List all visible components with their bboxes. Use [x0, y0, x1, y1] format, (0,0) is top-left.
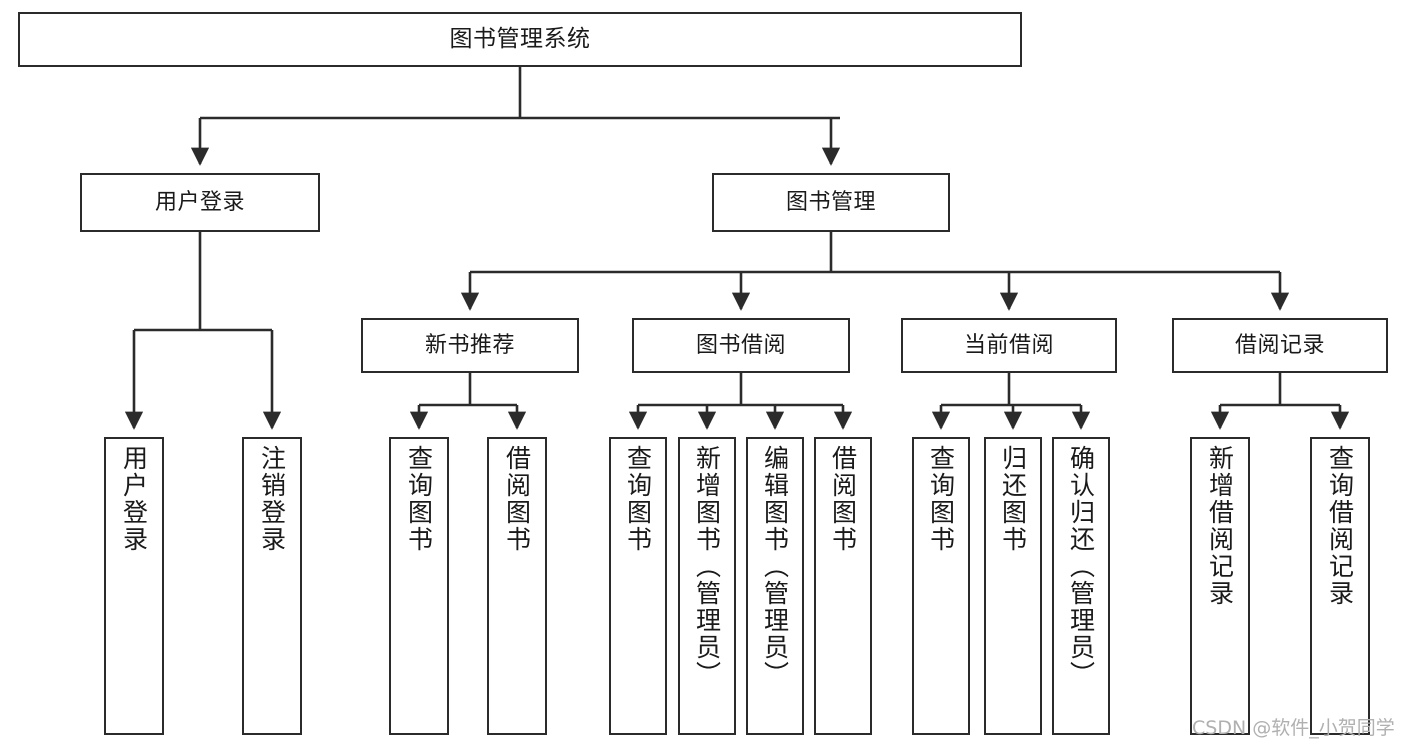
leaf-add-book-admin[interactable]: 新增图书（管理员）	[678, 437, 736, 735]
leaf-query-book-current-label: 查询图书	[926, 445, 956, 553]
leaf-borrow-book[interactable]: 借阅图书	[814, 437, 872, 735]
node-book-management-label: 图书管理	[785, 189, 876, 215]
leaf-query-borrow-record-label: 查询借阅记录	[1325, 445, 1355, 607]
node-current-borrow[interactable]: 当前借阅	[901, 318, 1117, 373]
node-book-borrow-label: 图书借阅	[695, 332, 786, 358]
leaf-query-book[interactable]: 查询图书	[609, 437, 667, 735]
node-borrow-record[interactable]: 借阅记录	[1172, 318, 1388, 373]
leaf-logout-label: 注销登录	[257, 445, 287, 553]
leaf-borrow-book-recommend[interactable]: 借阅图书	[487, 437, 547, 735]
node-book-management[interactable]: 图书管理	[712, 173, 950, 232]
watermark: CSDN @软件_小贺同学	[1192, 717, 1395, 739]
node-current-borrow-label: 当前借阅	[963, 332, 1054, 358]
leaf-return-book-label: 归还图书	[998, 445, 1028, 553]
leaf-query-book-recommend[interactable]: 查询图书	[389, 437, 449, 735]
leaf-return-book[interactable]: 归还图书	[984, 437, 1042, 735]
node-new-book-recommend-label: 新书推荐	[424, 332, 515, 358]
leaf-confirm-return-admin[interactable]: 确认归还（管理员）	[1052, 437, 1110, 735]
node-root-label: 图书管理系统	[449, 26, 591, 53]
leaf-add-book-admin-label: 新增图书（管理员）	[692, 445, 722, 688]
leaf-user-login[interactable]: 用户登录	[104, 437, 164, 735]
leaf-query-book-recommend-label: 查询图书	[404, 445, 434, 553]
leaf-query-book-label: 查询图书	[623, 445, 653, 553]
node-user-login-label: 用户登录	[154, 189, 245, 215]
leaf-add-borrow-record-label: 新增借阅记录	[1205, 445, 1235, 607]
node-borrow-record-label: 借阅记录	[1234, 332, 1325, 358]
leaf-confirm-return-admin-label: 确认归还（管理员）	[1066, 445, 1096, 688]
leaf-query-book-current[interactable]: 查询图书	[912, 437, 970, 735]
leaf-borrow-book-label: 借阅图书	[828, 445, 858, 553]
leaf-logout[interactable]: 注销登录	[242, 437, 302, 735]
node-new-book-recommend[interactable]: 新书推荐	[361, 318, 579, 373]
leaf-edit-book-admin[interactable]: 编辑图书（管理员）	[746, 437, 804, 735]
leaf-add-borrow-record[interactable]: 新增借阅记录	[1190, 437, 1250, 735]
leaf-user-login-label: 用户登录	[119, 445, 149, 553]
node-root[interactable]: 图书管理系统	[18, 12, 1022, 67]
node-user-login[interactable]: 用户登录	[80, 173, 320, 232]
leaf-query-borrow-record[interactable]: 查询借阅记录	[1310, 437, 1370, 735]
leaf-borrow-book-recommend-label: 借阅图书	[502, 445, 532, 553]
leaf-edit-book-admin-label: 编辑图书（管理员）	[760, 445, 790, 688]
node-book-borrow[interactable]: 图书借阅	[632, 318, 850, 373]
